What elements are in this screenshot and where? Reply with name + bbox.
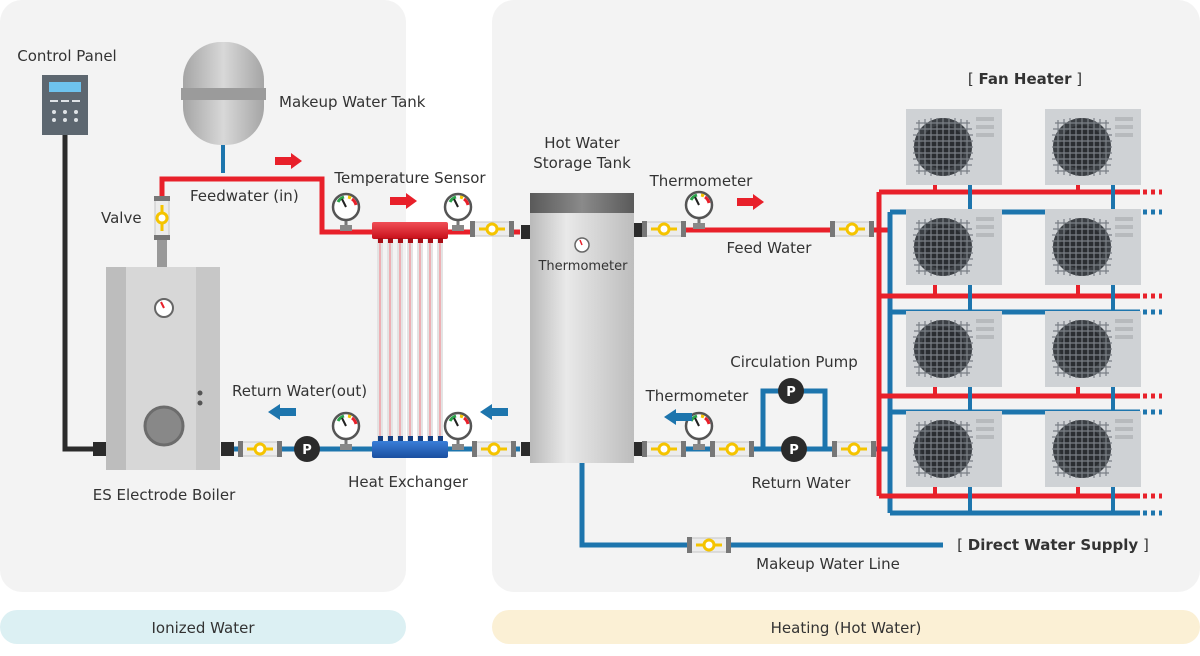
hot-water-storage-tank [530, 193, 634, 463]
tank-sockets [521, 223, 643, 456]
pump-symbol-bottom: P [789, 443, 799, 458]
valve-return-boiler[interactable] [236, 439, 284, 459]
flow-arrow-right-icon [737, 194, 764, 210]
return-water-label: Return Water [752, 474, 852, 492]
feedwater-in-label: Feedwater (in) [190, 187, 299, 205]
temperature-sensor-gauge-2 [443, 192, 473, 233]
flow-arrow-left-icon [268, 404, 296, 420]
fan-heater-unit-1 [905, 108, 1003, 186]
ionized-water-tab [0, 610, 406, 644]
valve-return-right-2[interactable] [708, 439, 756, 459]
control-panel [42, 75, 88, 135]
flow-arrow-right-icon [275, 153, 302, 169]
control-panel-label: Control Panel [17, 47, 116, 65]
fan-heater-label: [ Fan Heater ] [968, 70, 1082, 88]
circulation-pump-label: Circulation Pump [730, 353, 858, 371]
makeup-water-tank [181, 42, 266, 145]
return-pump-left: P [294, 436, 320, 462]
heat-exchanger [372, 222, 448, 458]
heating-tab [492, 610, 1200, 644]
tank-thermometer-label: Thermometer [537, 259, 628, 274]
circulation-pump-top: P [778, 378, 804, 404]
ionized-water-tab-label: Ionized Water [151, 619, 255, 637]
valve-return-tank[interactable] [470, 439, 518, 459]
fan-heater-unit-2 [1044, 108, 1142, 186]
fan-heater-unit-3 [905, 208, 1003, 286]
boiler-return-socket [221, 442, 234, 456]
fan-heater-unit-5 [905, 310, 1003, 388]
boiler-control-socket [93, 442, 106, 456]
valve-return-right-1[interactable] [640, 439, 688, 459]
storage-tank-label-line2: Storage Tank [533, 154, 631, 172]
thermometer-bottom-label: Thermometer [645, 387, 750, 405]
flow-arrow-left-icon [480, 404, 508, 420]
makeup-water-line-pipe [579, 462, 943, 548]
valve-return-right-3[interactable] [830, 439, 878, 459]
heating-tab-label: Heating (Hot Water) [771, 619, 922, 637]
control-cable [62, 135, 100, 452]
heat-exchanger-label: Heat Exchanger [348, 473, 469, 491]
valve-makeup-line[interactable] [685, 535, 733, 555]
flow-arrow-left-icon [664, 409, 692, 425]
makeup-tank-label: Makeup Water Tank [279, 93, 426, 111]
valve-feed-right-1[interactable] [640, 219, 688, 239]
makeup-water-line-label: Makeup Water Line [756, 555, 900, 573]
pump-symbol-left: P [302, 443, 312, 458]
valve-feed-right-2[interactable] [828, 219, 876, 239]
fan-heater-unit-4 [1044, 208, 1142, 286]
temperature-sensor-label: Temperature Sensor [333, 169, 486, 187]
thermometer-top-label: Thermometer [649, 172, 754, 190]
valve-label: Valve [101, 209, 142, 227]
electrode-boiler [106, 267, 220, 470]
fan-heater-unit-8 [1044, 410, 1142, 488]
return-gauge-2 [443, 411, 473, 452]
boiler-valve[interactable] [152, 194, 172, 242]
boiler-outlet-pipe [157, 236, 167, 268]
circulation-pump-bottom: P [781, 436, 807, 462]
storage-tank-label-line1: Hot Water [544, 134, 620, 152]
boiler-label: ES Electrode Boiler [93, 486, 236, 504]
flow-arrow-right-icon [390, 193, 417, 209]
feed-water-label: Feed Water [727, 239, 813, 257]
direct-water-supply-label: [ Direct Water Supply ] [957, 536, 1149, 554]
fan-heater-unit-6 [1044, 310, 1142, 388]
valve-feed-left[interactable] [468, 219, 516, 239]
pump-symbol-top: P [786, 385, 796, 400]
fan-heater-unit-7 [905, 410, 1003, 488]
return-water-out-label: Return Water(out) [232, 382, 367, 400]
